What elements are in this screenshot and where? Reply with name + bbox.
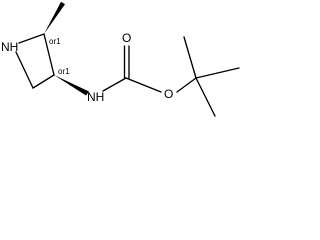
ring-bond-c2-c3: [43, 33, 55, 76]
bond-quaternary-c-methyl-top: [183, 36, 197, 79]
chemical-structure: NH NH O O or1 or1: [1, 1, 240, 117]
ring-bond-n1-c2: [18, 33, 45, 44]
wedge-bond-c2-methyl: [44, 1, 65, 35]
wedge-bond-c3-n: [54, 75, 89, 96]
ring-bond-c4-n1: [15, 51, 34, 89]
stereo-label-c3: or1: [58, 67, 70, 76]
ring-bond-c3-c4: [32, 74, 55, 89]
ester-o-label: O: [164, 87, 173, 101]
bond-quaternary-c-methyl-bottom: [195, 77, 216, 117]
carbonyl-o-label: O: [122, 31, 131, 45]
bond-ester-o-quaternary-c: [176, 77, 197, 93]
bond-n-carbonyl-c: [102, 77, 127, 92]
stereo-label-c2: or1: [49, 37, 61, 46]
bond-carbonyl-c-ester-o: [125, 77, 162, 93]
azetidine-nh-label: NH: [1, 40, 18, 54]
carbamate-nh-label: NH: [87, 90, 104, 104]
bond-quaternary-c-methyl-right: [195, 67, 240, 79]
